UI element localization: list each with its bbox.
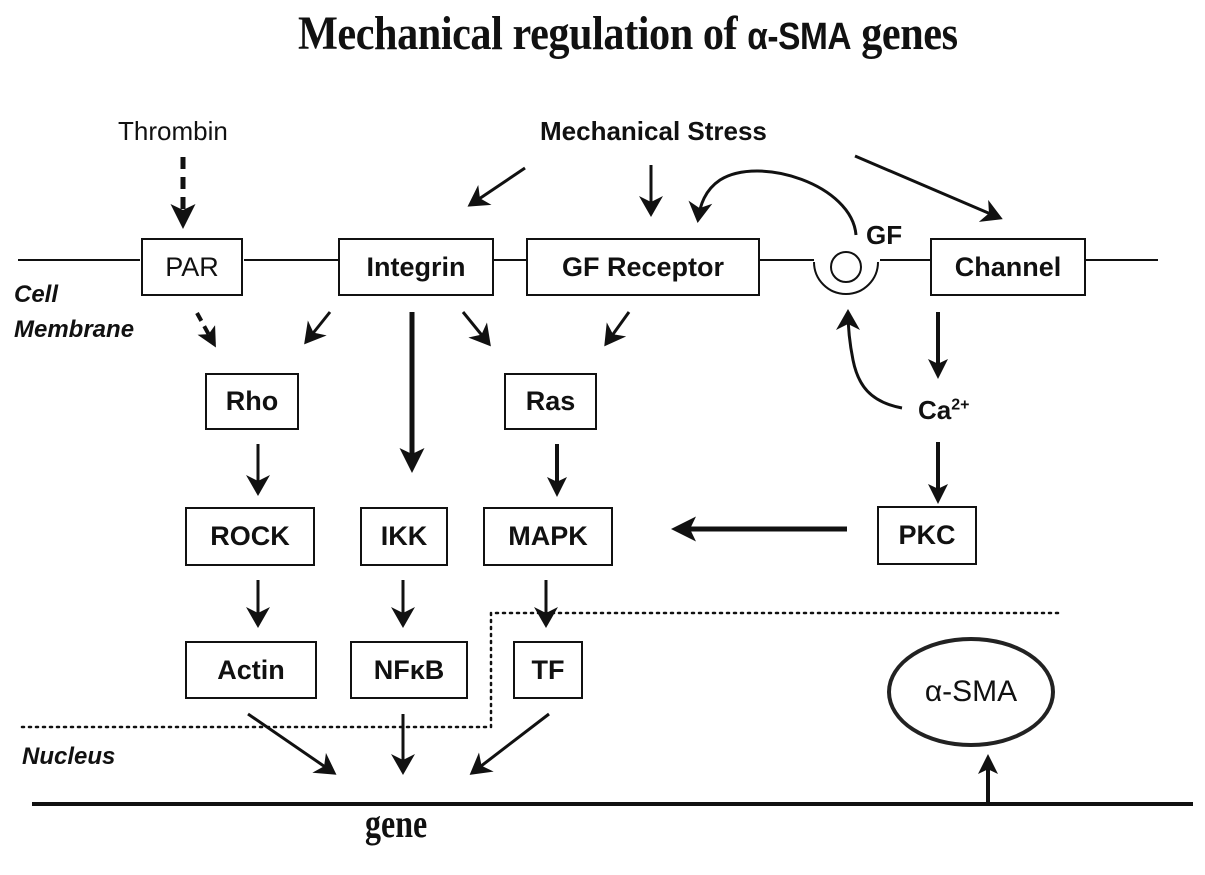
nuclear-envelope-dotted — [20, 611, 1065, 729]
arrow-par-rho — [195, 312, 216, 348]
nucleus-label: Nucleus — [22, 743, 116, 770]
gf-ligand-circle — [830, 251, 862, 283]
arrow-integrin-rho — [304, 311, 332, 345]
thrombin-label: Thrombin — [118, 116, 228, 146]
gene-label: gene — [365, 801, 428, 846]
diagram-title: Mechanical regulation of α-SMA genes — [298, 6, 958, 61]
arrow-tf-gene — [469, 712, 550, 775]
arrow-stress-integrin — [467, 166, 526, 207]
node-ras: Ras — [504, 373, 597, 430]
node-rock: ROCK — [185, 507, 315, 566]
cell-membrane-label-line2: Membrane — [14, 316, 135, 343]
node-par: PAR — [141, 238, 243, 296]
alpha-sma-product: α-SMA — [887, 637, 1055, 747]
node-actin: Actin — [185, 641, 317, 699]
title-main: Mechanical regulation of — [298, 7, 748, 60]
cell-membrane-label-line1: Cell — [14, 281, 59, 308]
calcium-base: Ca — [918, 395, 952, 425]
node-integrin: Integrin — [338, 238, 494, 296]
title-suffix: genes — [851, 7, 958, 60]
arrow-gfreceptor-ras — [604, 311, 631, 347]
node-rho: Rho — [205, 373, 299, 430]
arrow-stress-channel — [854, 154, 1003, 222]
node-gf-receptor: GF Receptor — [526, 238, 760, 296]
gf-label: GF — [866, 220, 903, 250]
node-nfkb: NFκB — [350, 641, 468, 699]
arrow-integrin-ras — [461, 311, 491, 347]
arrow-gf-gfreceptor — [688, 169, 858, 236]
node-channel: Channel — [930, 238, 1086, 296]
title-alpha-sma: α-SMA — [747, 16, 852, 58]
mechanical-stress-label: Mechanical Stress — [540, 116, 767, 146]
calcium-charge: 2+ — [951, 396, 970, 414]
gf-binding-cup — [813, 261, 879, 295]
arrow-ca-gf — [836, 309, 903, 410]
node-mapk: MAPK — [483, 507, 613, 566]
calcium-ion-label: Ca2+ — [918, 395, 970, 426]
arrow-actin-gene — [247, 712, 337, 775]
node-ikk: IKK — [360, 507, 448, 566]
node-tf: TF — [513, 641, 583, 699]
node-pkc: PKC — [877, 506, 977, 565]
